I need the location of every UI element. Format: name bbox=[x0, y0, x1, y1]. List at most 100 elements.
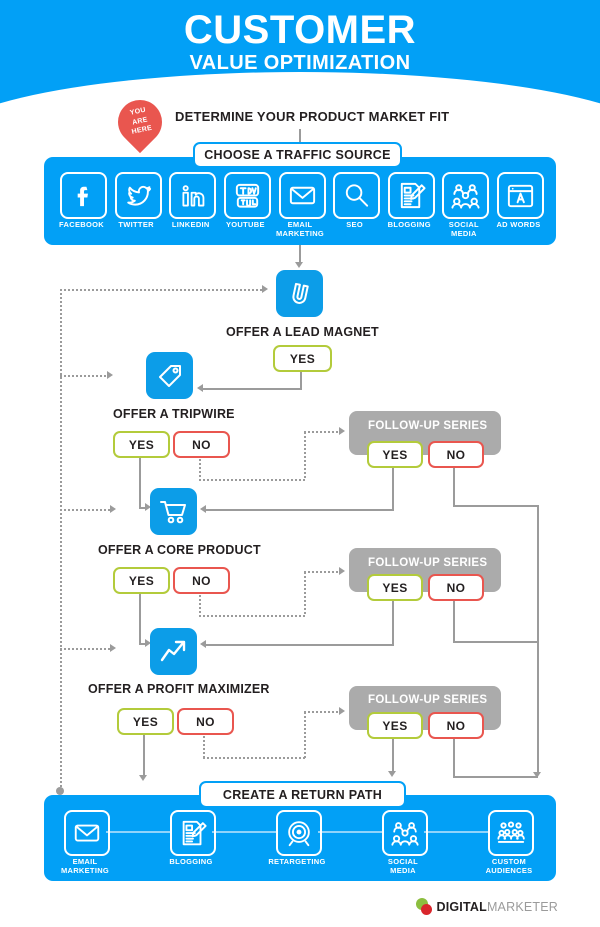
channel-label: TWITTER bbox=[103, 220, 170, 229]
dotted-profit-no-right bbox=[203, 757, 305, 759]
line-followup2-yes-down bbox=[392, 597, 394, 645]
dotted-tripwire-no-up bbox=[304, 432, 306, 480]
channel-label: FACEBOOK bbox=[48, 220, 115, 229]
gear-red-icon bbox=[421, 904, 433, 915]
return-path-connector-line bbox=[424, 831, 488, 833]
followup-3-yes-button[interactable]: YES bbox=[367, 712, 423, 739]
line-followup1-no-right bbox=[453, 505, 538, 507]
followup-2-yes-button[interactable]: YES bbox=[367, 574, 423, 601]
channel-tile-linkedin[interactable] bbox=[169, 172, 217, 219]
channel-label-line: YOUTUBE bbox=[225, 220, 265, 229]
offer-profit-maximizer-heading: OFFER A PROFIT MAXIMIZER bbox=[88, 682, 270, 696]
determine-market-fit-heading: DETERMINE YOUR PRODUCT MARKET FIT bbox=[175, 109, 450, 124]
dotted-tripwire-no-right bbox=[199, 479, 305, 481]
channel-tile-custom-audiences[interactable] bbox=[488, 810, 534, 856]
browser-window-icon bbox=[505, 180, 536, 211]
channel-label-line: FACEBOOK bbox=[59, 220, 104, 229]
arrow-into-tripwire bbox=[197, 384, 203, 392]
channel-tile-social-media[interactable] bbox=[382, 810, 428, 856]
followup-1-no-button[interactable]: NO bbox=[428, 441, 484, 468]
followup-2-no-button[interactable]: NO bbox=[428, 574, 484, 601]
channel-tile-email-marketing[interactable] bbox=[278, 172, 326, 219]
you-are-here-pin: YOU ARE HERE bbox=[108, 90, 172, 158]
followup-series-1-label: FOLLOW-UP SERIES bbox=[368, 420, 488, 432]
arrow-rail-to-tripwire bbox=[107, 371, 113, 379]
envelope-icon bbox=[287, 180, 318, 211]
arrow-rail-to-leadmagnet bbox=[262, 285, 268, 293]
logo-light-text: MARKETER bbox=[486, 899, 558, 914]
offer-tripwire-icon-tile[interactable] bbox=[146, 352, 193, 399]
followup-3-no-button[interactable]: NO bbox=[428, 712, 484, 739]
return-path-connector-line bbox=[318, 831, 382, 833]
channel-tile-social-media[interactable] bbox=[442, 172, 490, 219]
lead-magnet-yes-button[interactable]: YES bbox=[273, 345, 332, 372]
channel-tile-facebook[interactable] bbox=[60, 172, 107, 219]
audience-icon bbox=[496, 818, 526, 848]
channel-tile-email-marketing[interactable] bbox=[64, 810, 110, 856]
dotted-tripwire-no-to-followup bbox=[304, 431, 340, 433]
header-banner: CUSTOMER VALUE OPTIMIZATION bbox=[0, 0, 600, 104]
arrow-rail-to-core bbox=[110, 505, 116, 513]
price-tag-icon bbox=[158, 364, 181, 387]
channel-label-line: EMAIL bbox=[287, 220, 313, 229]
create-return-path-box[interactable]: CREATE A RETURN PATH bbox=[199, 781, 406, 808]
return-path-connector-line bbox=[106, 831, 170, 833]
dotted-return-rail-vertical bbox=[60, 289, 62, 791]
people-network-icon bbox=[450, 180, 481, 211]
channel-label-line: CUSTOM bbox=[491, 857, 527, 866]
line-followup2-no-right bbox=[453, 641, 538, 643]
arrow-core-no-to-followup bbox=[339, 567, 345, 575]
dotted-rail-to-profit bbox=[60, 648, 111, 650]
tripwire-no-button[interactable]: NO bbox=[173, 431, 230, 458]
tripwire-yes-button[interactable]: YES bbox=[113, 431, 170, 458]
channel-label-line: AD WORDS bbox=[496, 220, 541, 229]
channel-tile-blogging[interactable] bbox=[170, 810, 216, 856]
profit-maximizer-no-button[interactable]: NO bbox=[177, 708, 234, 735]
offer-lead-magnet-icon-tile[interactable] bbox=[276, 270, 323, 317]
channel-label-line: MARKETING bbox=[60, 866, 110, 875]
channel-label: BLOGGING bbox=[158, 857, 224, 866]
channel-tile-youtube[interactable] bbox=[223, 172, 271, 219]
arrow-followup1-yes-to-core bbox=[200, 505, 206, 513]
line-followup1-no-down bbox=[453, 464, 455, 506]
line-leadmagnet-yes-left bbox=[203, 388, 301, 390]
dotted-core-no-right bbox=[199, 615, 305, 617]
core-product-yes-button[interactable]: YES bbox=[113, 567, 170, 594]
dotted-tripwire-no-down bbox=[199, 455, 201, 480]
dotted-profit-no-up bbox=[304, 712, 306, 758]
line-right-rail-down bbox=[537, 505, 539, 774]
followup-series-3-label: FOLLOW-UP SERIES bbox=[368, 694, 488, 706]
channel-tile-twitter[interactable] bbox=[114, 172, 162, 219]
followup-1-yes-button[interactable]: YES bbox=[367, 441, 423, 468]
target-icon bbox=[284, 818, 314, 848]
profit-maximizer-yes-button[interactable]: YES bbox=[117, 708, 174, 735]
channel-label-line: RETARGETING bbox=[268, 857, 326, 866]
offer-profit-maximizer-icon-tile[interactable] bbox=[150, 628, 197, 675]
logo-bold-text: DIGITAL bbox=[436, 899, 487, 914]
channel-label-line: LINKEDIN bbox=[171, 220, 210, 229]
channel-label-line: AUDIENCES bbox=[485, 866, 533, 875]
page-subtitle: VALUE OPTIMIZATION bbox=[189, 52, 411, 74]
channel-tile-blogging[interactable] bbox=[387, 172, 435, 219]
line-leadmagnet-yes-down bbox=[300, 368, 302, 390]
arrow-profit-no-to-followup bbox=[339, 707, 345, 715]
line-followup1-yes-left bbox=[206, 509, 394, 511]
choose-traffic-source-box[interactable]: CHOOSE A TRAFFIC SOURCE bbox=[193, 142, 402, 168]
channel-tile-retargeting[interactable] bbox=[276, 810, 322, 856]
line-profit-yes-down bbox=[143, 731, 145, 777]
core-product-no-button[interactable]: NO bbox=[173, 567, 230, 594]
offer-core-product-icon-tile[interactable] bbox=[150, 488, 197, 535]
gear-icon bbox=[416, 898, 433, 915]
dotted-core-no-to-followup bbox=[304, 571, 340, 573]
document-pencil-icon bbox=[178, 818, 208, 848]
shopping-cart-icon bbox=[160, 501, 186, 524]
channel-tile-seo[interactable] bbox=[333, 172, 381, 219]
channel-tile-ad-words[interactable] bbox=[497, 172, 544, 219]
line-followup3-no-right bbox=[453, 776, 538, 778]
dotted-profit-no-to-followup bbox=[304, 711, 340, 713]
